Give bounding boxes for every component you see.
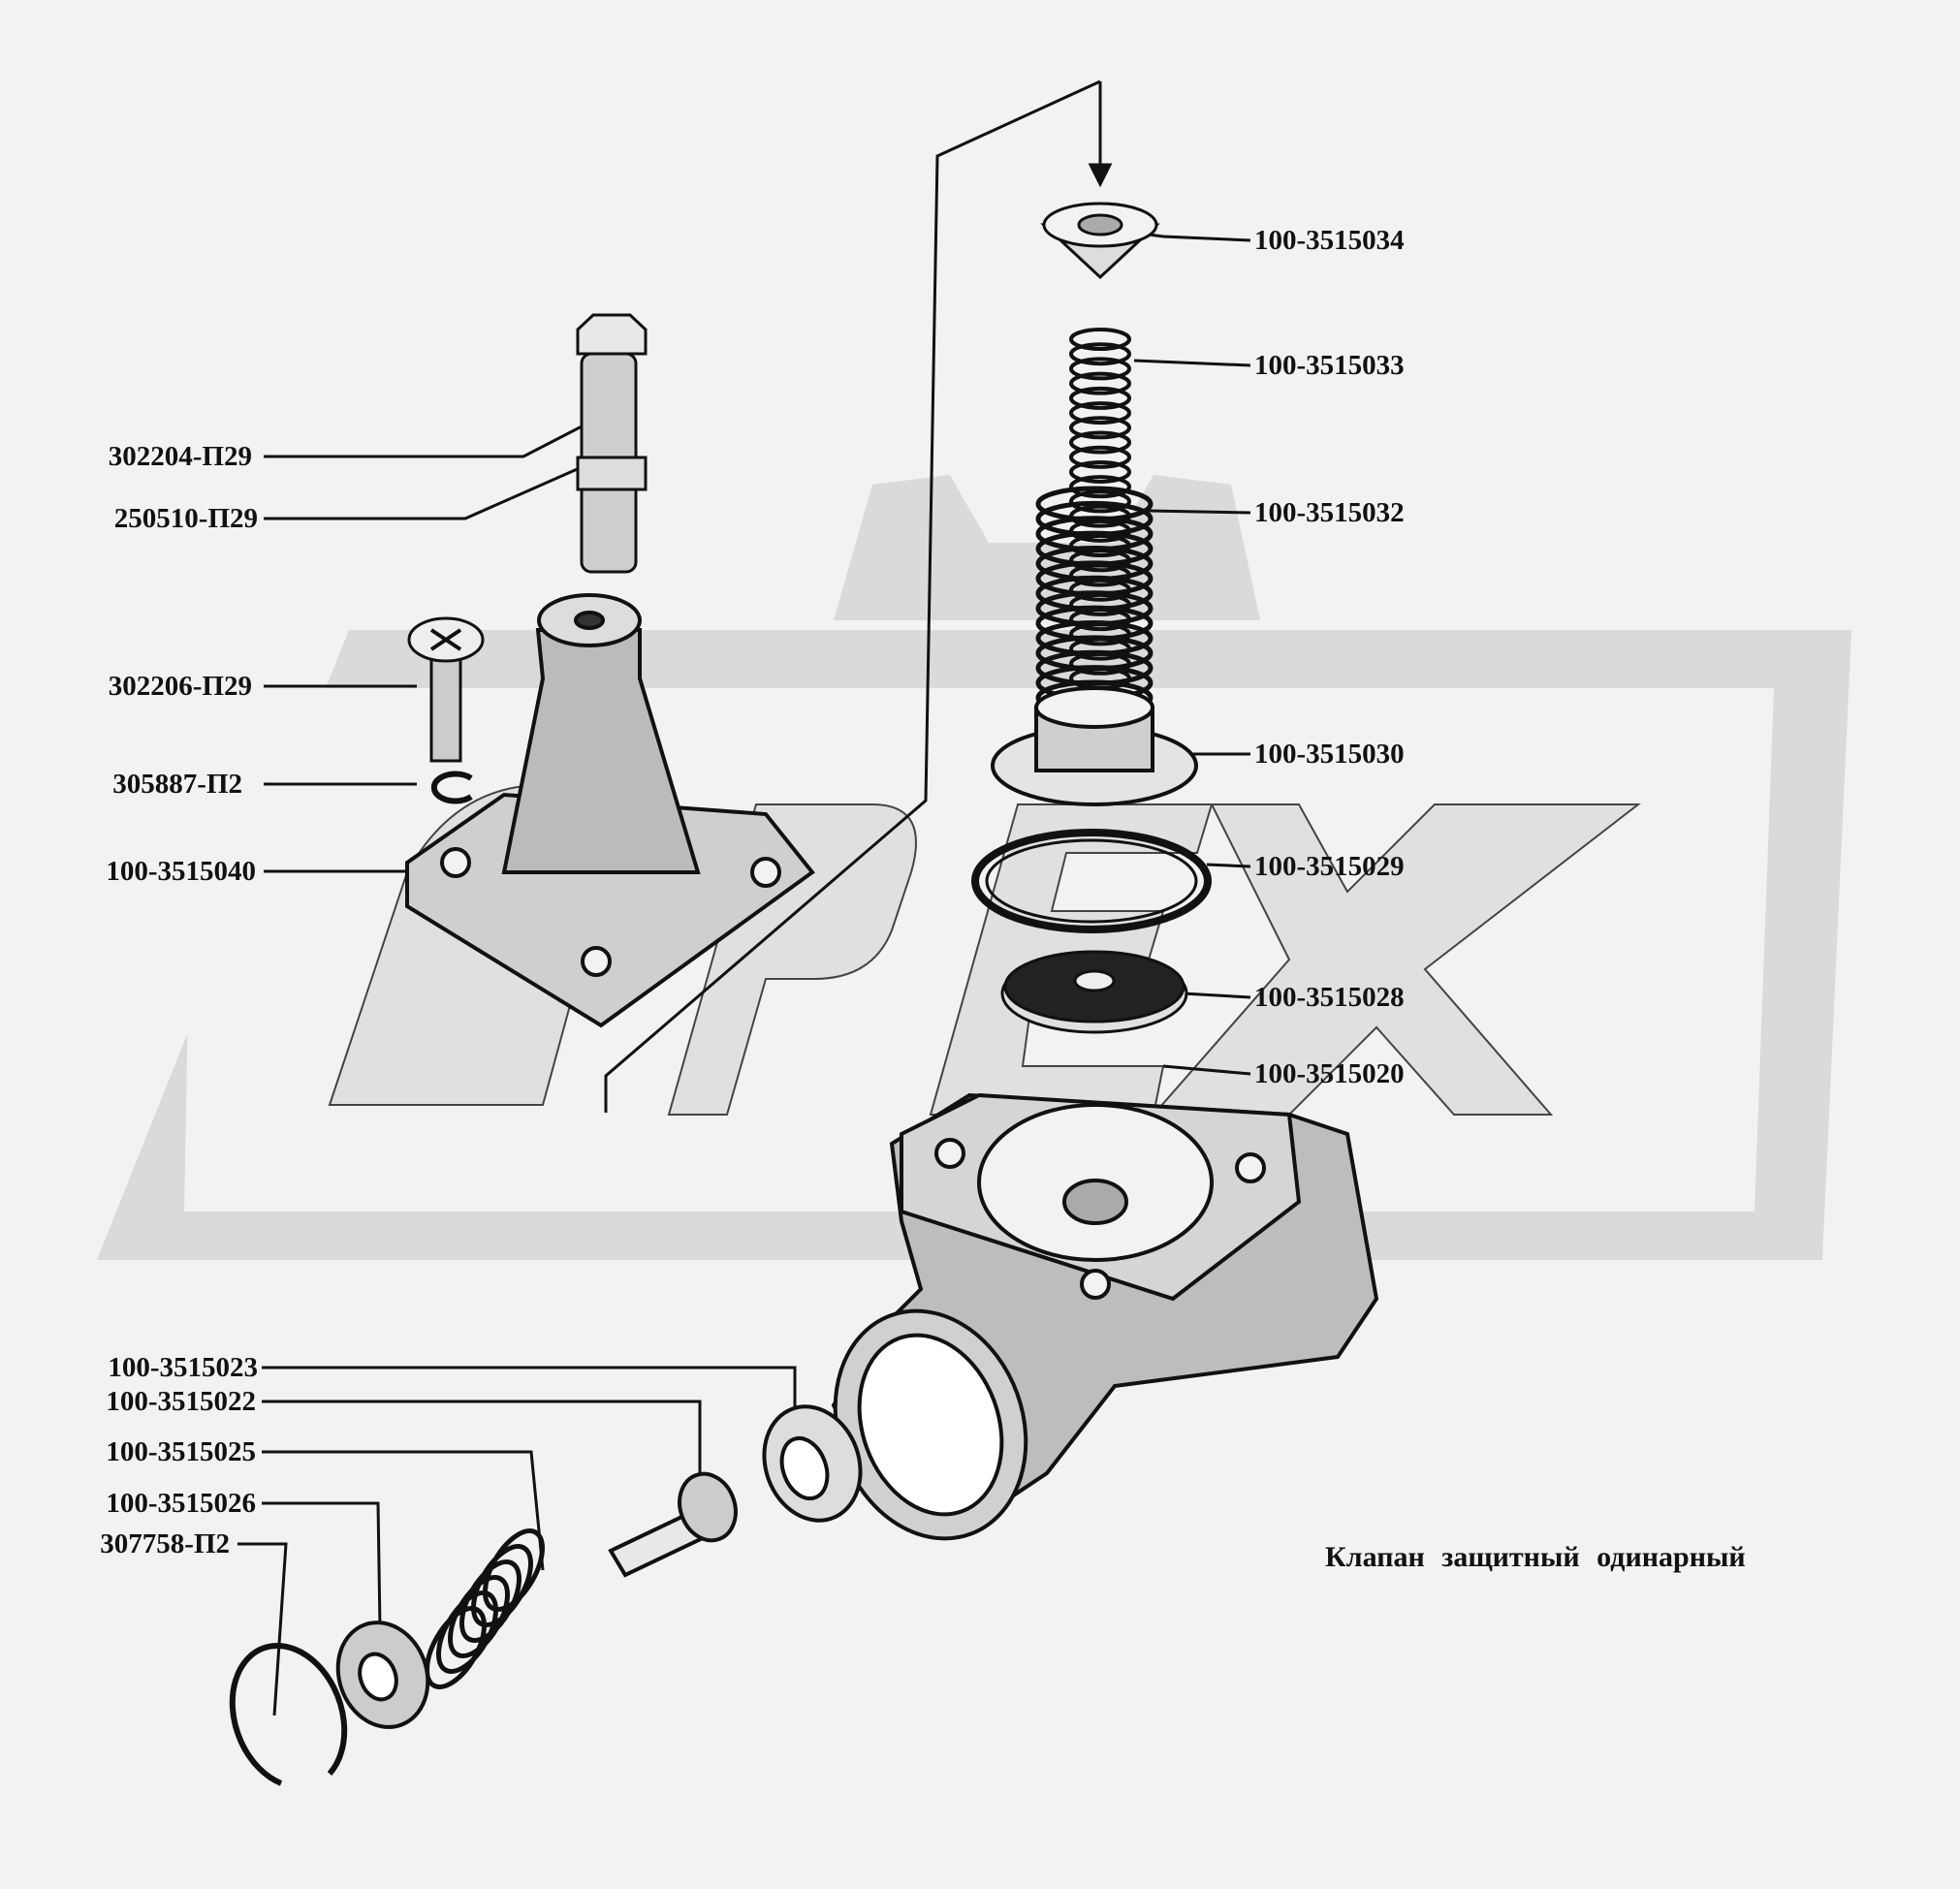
label-100-3515025: 100-3515025 (106, 1436, 256, 1467)
spring-coil (1069, 445, 1131, 469)
spring-coil (1069, 489, 1131, 514)
spring-coil (1069, 386, 1131, 410)
part-cup-030 (991, 686, 1198, 806)
spring-coil (1069, 475, 1131, 499)
label-100-3515034: 100-3515034 (1254, 225, 1405, 256)
label-302206-P29: 302206-П29 (108, 671, 252, 702)
label-100-3515040: 100-3515040 (106, 856, 256, 887)
part-screw-302206 (407, 616, 485, 763)
part-cover-040 (405, 593, 815, 1028)
spring-coil (1069, 357, 1131, 381)
part-ring-029 (971, 829, 1212, 933)
label-100-3515026: 100-3515026 (106, 1488, 256, 1519)
part-bolt-302204 (576, 313, 648, 574)
spring-coil (1069, 459, 1131, 484)
part-plug-026 (335, 1621, 430, 1729)
label-307758-P2: 307758-П2 (100, 1528, 230, 1559)
spring-coil (425, 1606, 487, 1689)
spring-coil (1069, 430, 1131, 455)
label-100-3515023: 100-3515023 (108, 1352, 258, 1383)
part-cap-034 (1040, 202, 1160, 280)
part-valve-022 (608, 1471, 738, 1578)
spring-coil (1069, 416, 1131, 440)
part-spring-033 (1069, 328, 1131, 690)
spring-coil (1069, 342, 1131, 366)
label-250510-P29: 250510-П29 (113, 503, 258, 534)
leader-lines (237, 79, 1251, 1716)
label-302204-P29: 302204-П29 (108, 441, 252, 472)
spring-coil (1069, 328, 1131, 351)
label-100-3515032: 100-3515032 (1254, 497, 1405, 528)
part-circlip-307758 (229, 1643, 348, 1786)
part-spring-025 (425, 1528, 545, 1689)
part-disc-028 (1000, 950, 1188, 1034)
label-100-3515033: 100-3515033 (1254, 350, 1405, 381)
part-body-020 (831, 1092, 1379, 1541)
label-100-3515030: 100-3515030 (1254, 739, 1405, 770)
part-snap-ring-305887 (430, 771, 473, 804)
routing-line (604, 79, 1101, 1113)
label-305887-P2: 305887-П2 (112, 769, 242, 800)
label-100-3515022: 100-3515022 (106, 1386, 256, 1417)
part-nut-250510 (576, 456, 648, 491)
label-100-3515028: 100-3515028 (1254, 982, 1405, 1013)
spring-coil (1069, 371, 1131, 395)
spring-coil (1069, 401, 1131, 425)
label-100-3515029: 100-3515029 (1254, 851, 1405, 882)
part-nut-023 (762, 1404, 863, 1523)
diagram-title: Клапан защитный одинарный (1325, 1541, 1746, 1573)
label-100-3515020: 100-3515020 (1254, 1058, 1405, 1089)
